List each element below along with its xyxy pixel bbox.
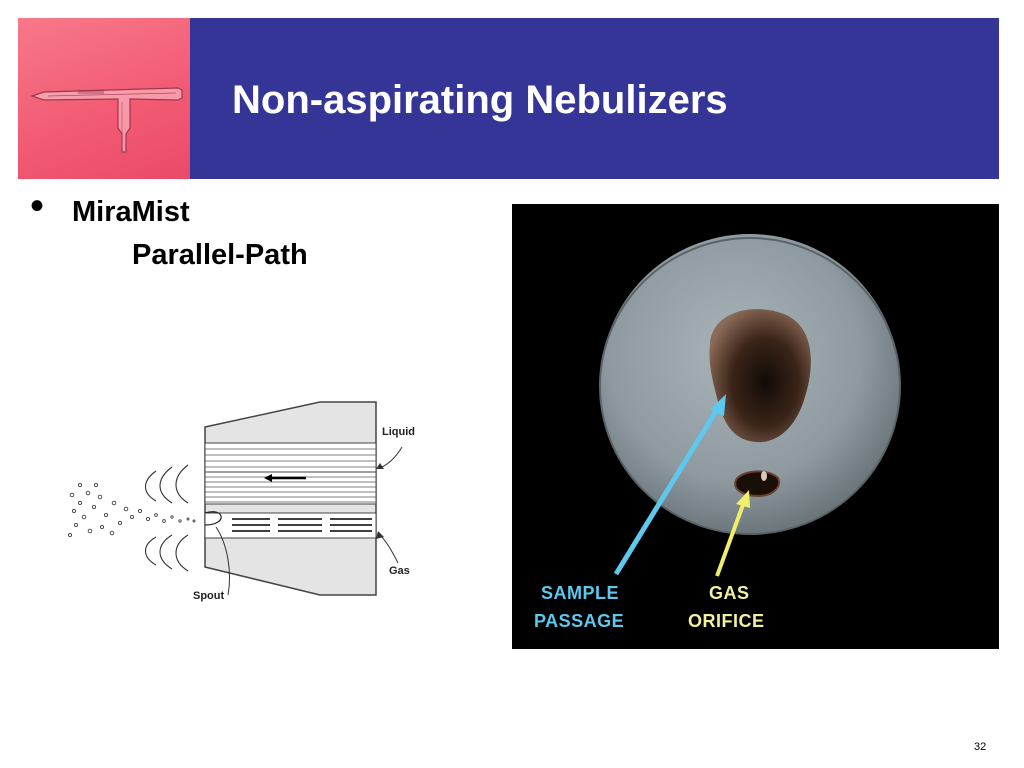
page-number: 32 — [974, 741, 987, 753]
photo-label-gas: GAS — [709, 583, 750, 603]
photo-label-orifice: ORIFICE — [688, 611, 765, 631]
diagram-label-spout: Spout — [193, 590, 225, 602]
photo-label-passage: PASSAGE — [534, 611, 625, 631]
diagram-label-liquid: Liquid — [382, 426, 415, 438]
nozzle-tip-image — [599, 234, 901, 577]
bullet-marker: • — [30, 184, 45, 228]
photo-label-sample: SAMPLE — [541, 583, 620, 603]
header-nebulizer-photo — [18, 18, 190, 179]
diagram-label-gas: Gas — [389, 565, 410, 577]
header-band: Non-aspirating Nebulizers — [190, 18, 999, 179]
nebulizer-schematic-diagram: Liquid Gas Spout — [60, 385, 460, 655]
bullet-subtext-parallel-path: Parallel-Path — [132, 239, 308, 271]
slide-title: Non-aspirating Nebulizers — [232, 78, 728, 122]
glass-nebulizer-image — [30, 87, 183, 153]
nozzle-tip-photo: SAMPLE PASSAGE GAS ORIFICE — [512, 204, 999, 649]
schematic-drawing — [67, 401, 403, 596]
bullet-text-miramist: MiraMist — [72, 196, 190, 228]
